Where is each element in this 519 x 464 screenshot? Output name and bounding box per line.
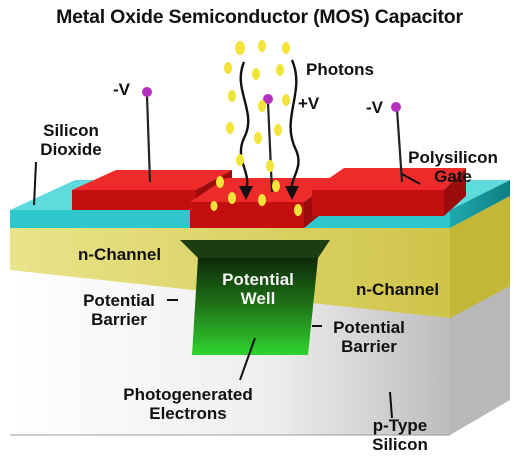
- photogenerated-electrons-label: Photogenerated Electrons: [118, 385, 258, 423]
- photon-dots: [210, 40, 302, 216]
- photogenerated-line1: Photogenerated: [123, 385, 253, 404]
- gate-right: [312, 168, 466, 216]
- potential-barrier-right-line2: Barrier: [341, 337, 397, 356]
- potential-barrier-right-line1: Potential: [333, 318, 405, 337]
- potential-well: [180, 240, 330, 355]
- photon-arrowhead-left: [239, 186, 253, 200]
- gate-center-voltage-label: +V: [298, 94, 320, 113]
- n-channel-right-label: n-Channel: [356, 280, 440, 299]
- photon-arrows: [239, 59, 300, 191]
- p-type-silicon-label: p-Type Silicon: [360, 416, 440, 454]
- photons-label: Photons: [306, 60, 374, 79]
- contact-left: [142, 87, 152, 97]
- potential-well-label: Potential Well: [206, 270, 310, 308]
- diagram-title: Metal Oxide Semiconductor (MOS) Capacito…: [56, 6, 463, 28]
- contact-right: [391, 102, 401, 112]
- p-type-line1: p-Type: [372, 416, 428, 435]
- leader-lines: [33, 161, 421, 419]
- polysilicon-gate-line2: Gate: [434, 167, 472, 186]
- potential-barrier-right-label: Potential Barrier: [322, 318, 416, 356]
- contact-wires: [145, 95, 404, 193]
- gate-right-voltage-label: -V: [366, 98, 383, 117]
- n-channel-left-label: n-Channel: [78, 245, 162, 264]
- photogenerated-line2: Electrons: [149, 404, 227, 423]
- potential-well-line2: Well: [240, 289, 276, 308]
- potential-barrier-left-line1: Potential: [83, 291, 155, 310]
- silicon-dioxide-label: Silicon Dioxide: [28, 121, 114, 159]
- p-type-line2: Silicon: [372, 435, 428, 454]
- polysilicon-gate-line1: Polysilicon: [408, 148, 498, 167]
- polysilicon-gate-label: Polysilicon Gate: [398, 148, 508, 186]
- photon-arrowhead-right: [285, 186, 299, 200]
- contact-center: [263, 94, 273, 104]
- silicon-dioxide-line1: Silicon: [43, 121, 99, 140]
- potential-barrier-left-line2: Barrier: [91, 310, 147, 329]
- potential-well-line1: Potential: [222, 270, 294, 289]
- silicon-dioxide-line2: Dioxide: [40, 140, 102, 159]
- potential-barrier-left-label: Potential Barrier: [72, 291, 166, 329]
- gate-left-voltage-label: -V: [113, 80, 130, 99]
